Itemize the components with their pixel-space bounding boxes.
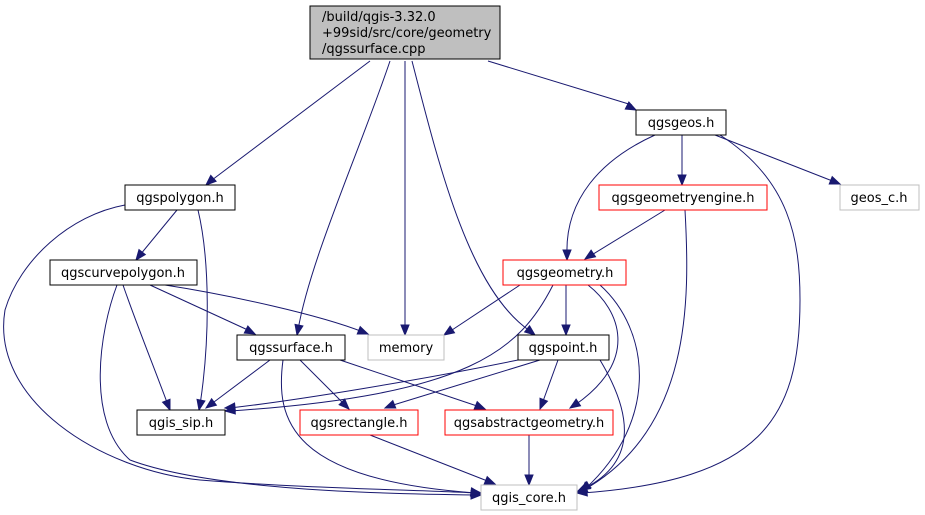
node-qgspolygon[interactable]: qgspolygon.h <box>124 184 236 211</box>
node-qgsgeos[interactable]: qgsgeos.h <box>635 109 727 136</box>
edge-qgsgeometry-memory-arrowhead <box>442 325 456 336</box>
node-qgsgeometry-label: qgsgeometry.h <box>517 266 614 281</box>
node-qgspoint[interactable]: qgspoint.h <box>517 334 610 361</box>
node-qgspolygon-label: qgspolygon.h <box>136 191 224 206</box>
edge-qgspoint-qgsrectangle-arrowhead <box>383 399 397 409</box>
edge-qgscurvepolygon-memory-arrowhead <box>356 325 370 335</box>
node-qgsrectangle-label: qgsrectangle.h <box>310 416 407 431</box>
edge-qgsgeos-qgsgeometry-arrowhead <box>562 249 572 262</box>
edge-root-memory-arrowhead <box>400 324 410 337</box>
edge-qgscurvepolygon-qgssurface-arrowhead <box>243 325 257 335</box>
edge-root-qgssurface-arrowhead <box>294 323 304 337</box>
node-qgssurface[interactable]: qgssurface.h <box>236 334 346 361</box>
edge-qgsgeos-geos-c <box>714 134 842 185</box>
node-qgsrectangle[interactable]: qgsrectangle.h <box>299 409 419 436</box>
edge-qgspoint-qgsrectangle <box>383 359 541 409</box>
node-qgis-core[interactable]: qgis_core.h <box>480 484 578 511</box>
edge-qgsgeometry-qgspoint-arrowhead <box>561 324 571 337</box>
node-geos-c-label: geos_c.h <box>851 191 908 206</box>
node-qgsabstractgeometry[interactable]: qgsabstractgeometry.h <box>444 409 614 436</box>
node-root-file[interactable]: /build/qgis-3.32.0 +99sid/src/core/geome… <box>309 5 501 60</box>
edge-qgsgeometryengine-qgsgeometry <box>583 209 666 260</box>
edge-qgspoint-qgsabstractgeometry-arrowhead <box>539 397 549 411</box>
edge-root-qgspoint-arrowhead <box>523 324 537 336</box>
edge-qgssurface-qgsrectangle <box>299 359 350 410</box>
edge-qgsgeos-qgsgeometryengine-arrowhead <box>677 174 687 187</box>
node-qgis-core-label: qgis_core.h <box>492 491 566 506</box>
edge-root-qgspolygon-arrowhead <box>204 174 217 186</box>
node-qgsgeometryengine-label: qgsgeometryengine.h <box>612 191 755 206</box>
edge-qgsgeometry-memory <box>442 284 521 336</box>
edge-qgsrectangle-qgis-core <box>369 434 497 485</box>
node-qgis-sip-label: qgis_sip.h <box>149 416 213 431</box>
edge-qgsgeometry-qgsabstractgeometry-arrowhead <box>568 398 582 409</box>
edge-qgspolygon-qgscurvepolygon-arrowhead <box>135 248 147 262</box>
edge-root-qgssurface <box>294 60 391 337</box>
edge-qgsgeometryengine-qgsgeometry-arrowhead <box>583 249 597 260</box>
edge-qgscurvepolygon-qgssurface <box>149 284 257 335</box>
edge-root-qgsgeos <box>487 60 638 111</box>
edge-qgspoint-qgis-sip <box>223 359 519 412</box>
edge-qgsgeometry-qgspoint <box>561 285 571 337</box>
graph-edges <box>3 60 842 500</box>
edge-qgspolygon-qgis-sip-arrowhead <box>196 398 206 412</box>
edge-qgssurface-qgsabstractgeometry-arrowhead <box>473 400 487 410</box>
root-line-3: /qgssurface.cpp <box>322 42 426 57</box>
root-line-1: /build/qgis-3.32.0 <box>322 10 436 25</box>
node-memory[interactable]: memory <box>367 334 445 361</box>
edge-qgspoint-qgis-sip-arrowhead <box>223 402 236 412</box>
edge-root-qgspolygon <box>204 60 371 186</box>
edge-qgspoint-qgis-core <box>578 359 625 491</box>
edge-qgsgeos-qgsgeometry <box>562 134 656 262</box>
edge-qgsgeos-geos-c-arrowhead <box>828 175 842 185</box>
edge-qgsrectangle-qgis-core-arrowhead <box>483 475 497 485</box>
edge-qgsgeometry-qgsabstractgeometry <box>568 284 619 409</box>
edge-root-qgsgeos-arrowhead <box>624 101 638 111</box>
node-geos-c[interactable]: geos_c.h <box>839 184 920 211</box>
edge-qgsabstractgeometry-qgis-core <box>524 435 534 487</box>
node-memory-label: memory <box>379 341 434 356</box>
edge-qgsgeos-qgsgeometryengine <box>677 135 687 187</box>
edge-qgscurvepolygon-memory <box>164 284 370 335</box>
node-qgis-sip[interactable]: qgis_sip.h <box>136 409 226 436</box>
node-qgsgeos-label: qgsgeos.h <box>648 116 715 131</box>
edge-qgscurvepolygon-qgis-core <box>99 284 483 500</box>
edge-root-memory <box>400 61 410 337</box>
edge-qgssurface-qgis-sip <box>204 359 271 409</box>
node-qgscurvepolygon[interactable]: qgscurvepolygon.h <box>49 259 198 286</box>
edge-qgspoint-qgsabstractgeometry <box>539 359 559 411</box>
node-qgssurface-label: qgssurface.h <box>249 341 333 356</box>
node-qgsabstractgeometry-label: qgsabstractgeometry.h <box>454 416 604 431</box>
edge-qgspolygon-qgscurvepolygon <box>135 209 178 262</box>
edge-qgscurvepolygon-qgis-sip-arrowhead <box>161 398 171 412</box>
edge-qgssurface-qgis-core-arrowhead <box>470 487 483 497</box>
edge-qgscurvepolygon-qgis-sip <box>122 284 171 412</box>
edge-qgssurface-qgis-sip-arrowhead <box>204 397 218 409</box>
edge-qgspolygon-qgis-sip <box>196 209 208 412</box>
edge-root-qgspoint <box>411 60 537 336</box>
edge-qgsgeometry-qgis-core <box>580 284 640 493</box>
edge-qgssurface-qgis-core <box>280 359 483 497</box>
node-qgscurvepolygon-label: qgscurvepolygon.h <box>61 266 185 281</box>
node-qgsgeometryengine[interactable]: qgsgeometryengine.h <box>598 184 768 211</box>
edge-qgssurface-qgsabstractgeometry <box>339 359 487 410</box>
edge-qgsabstractgeometry-qgis-core-arrowhead <box>524 474 534 487</box>
node-qgsgeometry[interactable]: qgsgeometry.h <box>502 259 627 286</box>
edge-qgssurface-qgsrectangle-arrowhead <box>338 398 350 410</box>
node-qgspoint-label: qgspoint.h <box>529 341 598 356</box>
edge-qgspoint-qgis-core-arrowhead <box>578 480 592 491</box>
root-line-2: +99sid/src/core/geometry <box>322 26 492 41</box>
